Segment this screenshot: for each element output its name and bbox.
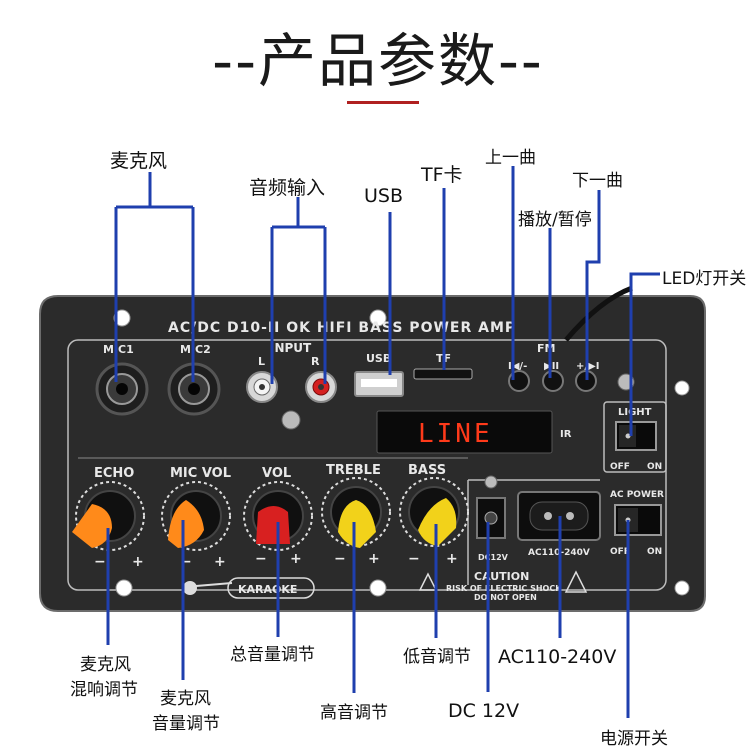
rca-left-jack[interactable] — [246, 371, 278, 403]
caution-line-2: DO NOT OPEN — [474, 593, 537, 602]
treble-knob[interactable] — [321, 477, 391, 548]
mount-hole — [369, 309, 387, 327]
usb-callout: USB — [364, 185, 404, 207]
mic1-jack[interactable] — [95, 362, 149, 416]
fm-label: FM — [537, 342, 555, 355]
vol-callout: 总音量调节 — [230, 645, 315, 665]
ac-callout: AC110-240V — [498, 646, 617, 668]
callout-lines — [106, 166, 660, 718]
bass-callout: 低音调节 — [403, 647, 471, 667]
vol-plus: + — [290, 551, 302, 567]
light-switch-frame — [603, 401, 667, 473]
vol-label: VOL — [262, 466, 291, 481]
usb-panel-label: USB — [366, 352, 391, 365]
play-callout: 播放/暂停 — [518, 210, 592, 230]
mic-vol-label: MIC VOL — [170, 466, 231, 481]
micvol-callout-1: 麦克风 — [160, 689, 211, 709]
prev-symbol: I◀/- — [508, 361, 527, 372]
prev-callout: 上一曲 — [485, 148, 536, 168]
mount-hole — [674, 580, 690, 596]
panel-header: AC/DC D10-II OK HIFI BASS POWER AMP — [168, 320, 516, 336]
caution-line-1: RISK OF ELECTRIC SHOCK — [446, 584, 562, 593]
echo-callout-2: 混响调节 — [70, 680, 138, 700]
led-light-switch[interactable] — [615, 421, 657, 451]
rca-right-jack[interactable] — [305, 371, 337, 403]
treble-callout: 高音调节 — [320, 703, 388, 723]
bass-label: BASS — [408, 463, 446, 478]
mount-hole — [674, 380, 690, 396]
mic1-label: MIC1 — [103, 343, 134, 356]
light-label: LIGHT — [618, 407, 652, 418]
power-switch-callout: 电源开关 — [600, 729, 668, 749]
echo-label: ECHO — [94, 466, 134, 481]
bass-plus: + — [446, 551, 458, 567]
input-label: INPUT — [270, 341, 312, 355]
dc-callout: DC 12V — [448, 700, 520, 722]
power-on-label: ON — [647, 547, 662, 557]
mount-hole — [115, 579, 133, 597]
vol-knob[interactable] — [243, 481, 313, 551]
mic2-jack[interactable] — [167, 362, 221, 416]
warning-triangle-icon — [418, 572, 438, 591]
mount-hole — [113, 309, 131, 327]
dc-jack[interactable] — [476, 497, 506, 539]
mic-vol-knob[interactable] — [161, 481, 231, 551]
echo-callout-1: 麦克风 — [80, 655, 131, 675]
echo-knob[interactable] — [72, 481, 145, 551]
mic2-label: MIC2 — [180, 343, 211, 356]
led-wire — [564, 285, 633, 342]
led-display — [376, 410, 553, 454]
power-off-label: OFF — [610, 547, 630, 557]
title-underline — [347, 101, 419, 104]
screw — [484, 475, 498, 489]
dc-panel-label: DC12V — [478, 553, 509, 562]
tf-callout: TF卡 — [421, 164, 463, 186]
warning-triangle-icon — [564, 570, 588, 593]
treble-plus: + — [368, 551, 380, 567]
display-text: LINE — [418, 419, 493, 449]
next-callout: 下一曲 — [572, 171, 623, 191]
bass-knob[interactable] — [399, 477, 469, 547]
micvol-minus: − — [180, 554, 192, 570]
play-pause-button[interactable] — [542, 370, 564, 392]
ac-power-switch[interactable] — [614, 504, 662, 536]
echo-plus: + — [132, 554, 144, 570]
karaoke-text: KARAOKE — [238, 583, 297, 596]
screw — [281, 410, 301, 430]
treble-label: TREBLE — [326, 463, 381, 478]
ac-power-label: AC POWER — [610, 490, 664, 500]
bass-minus: − — [408, 551, 420, 567]
ir-label: IR — [560, 429, 572, 440]
audio-in-callout: 音频输入 — [249, 177, 326, 199]
page-title: --产品参数-- — [212, 27, 544, 95]
play-symbol: ▶II — [544, 361, 559, 372]
mount-hole — [369, 579, 387, 597]
input-r-label: R — [311, 355, 320, 368]
treble-minus: − — [334, 551, 346, 567]
mic-callout: 麦克风 — [110, 150, 168, 172]
light-off-label: OFF — [610, 462, 630, 472]
light-on-label: ON — [647, 462, 662, 472]
karaoke-logo: KARAOKE — [183, 577, 315, 599]
echo-minus: − — [94, 554, 106, 570]
micvol-plus: + — [214, 554, 226, 570]
caution-title: CAUTION — [474, 570, 529, 583]
led-switch-callout: LED灯开关 — [662, 269, 747, 289]
vol-minus: − — [255, 551, 267, 567]
input-l-label: L — [258, 355, 265, 368]
micvol-callout-2: 音量调节 — [152, 714, 220, 734]
tf-slot[interactable] — [413, 368, 473, 380]
